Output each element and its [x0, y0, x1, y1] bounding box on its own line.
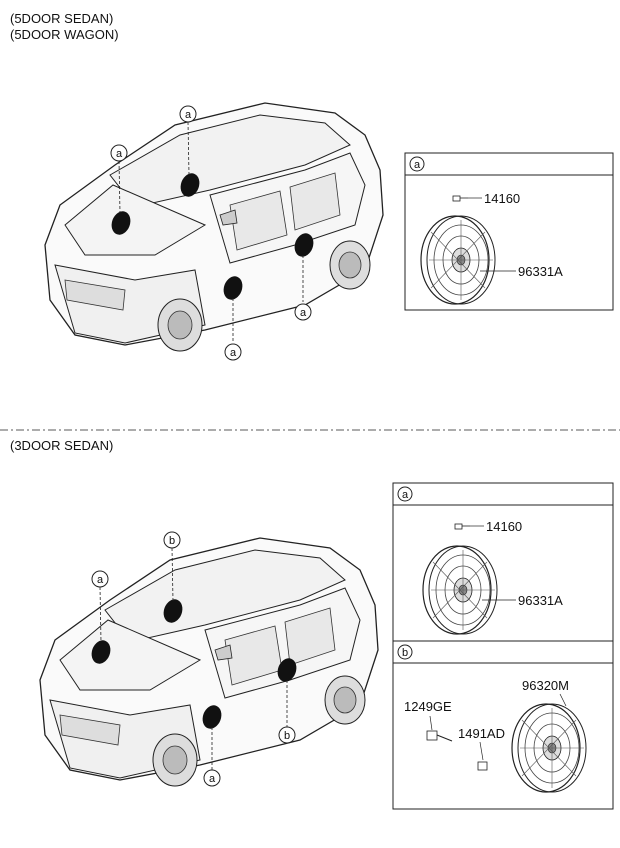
part-number: 14160 [486, 519, 522, 534]
speaker-marker [223, 276, 243, 300]
speaker-markers-bottom [91, 599, 297, 729]
callout-label: a [97, 574, 104, 586]
bolt-drawing [426, 730, 453, 742]
speaker-marker [163, 599, 183, 623]
speaker-marker [111, 211, 131, 235]
screw-drawing [452, 195, 468, 202]
speaker-marker [294, 233, 314, 257]
callout-top-2: a [110, 144, 128, 162]
speaker-marker [180, 173, 200, 197]
part-number: 96331A [518, 264, 563, 279]
callout-bottom-2: b [163, 531, 181, 549]
callout-label: a [209, 773, 216, 785]
callout-top-4: a [294, 303, 312, 321]
callout-leaders-bottom [99, 547, 288, 770]
part-number: 96331A [518, 593, 563, 608]
detail-panel-bottom-a: a 14160 96331A [392, 482, 614, 642]
detail-panel-bottom-b: b 96320M 1249GE 1491AD [392, 640, 614, 810]
callout-label: b [169, 535, 175, 547]
part-number: 1249GE [404, 699, 452, 714]
screw-drawing [454, 523, 470, 530]
callout-top-1: a [179, 105, 197, 123]
car-illustration-top [44, 102, 384, 352]
callout-label: a [185, 109, 192, 121]
section-top-title-2: (5DOOR WAGON) [10, 27, 119, 42]
car-illustration-bottom [39, 537, 379, 787]
speaker-marker [91, 640, 111, 664]
section-bottom-title: (3DOOR SEDAN) [10, 438, 113, 453]
detail-panel-top: a 14160 96331A [404, 152, 614, 311]
callout-bottom-3: a [203, 769, 221, 787]
callout-label: a [300, 307, 307, 319]
part-number: 96320M [522, 678, 569, 693]
callout-leaders-top [118, 121, 304, 342]
speaker-marker [277, 658, 297, 682]
nut-drawing [477, 761, 488, 771]
callout-top-3: a [224, 343, 242, 361]
part-number: 14160 [484, 191, 520, 206]
callout-label: a [116, 148, 123, 160]
part-number: 1491AD [458, 726, 505, 741]
panel-header: a [414, 159, 421, 171]
section-top-title-1: (5DOOR SEDAN) [10, 11, 113, 26]
callout-bottom-4: b [278, 726, 296, 744]
panel-header: a [402, 489, 409, 501]
speaker-marker [202, 705, 222, 729]
callout-label: a [230, 347, 237, 359]
callout-label: b [284, 730, 290, 742]
panel-header: b [402, 647, 408, 659]
speaker-markers-top [111, 173, 314, 300]
callout-bottom-1: a [91, 570, 109, 588]
